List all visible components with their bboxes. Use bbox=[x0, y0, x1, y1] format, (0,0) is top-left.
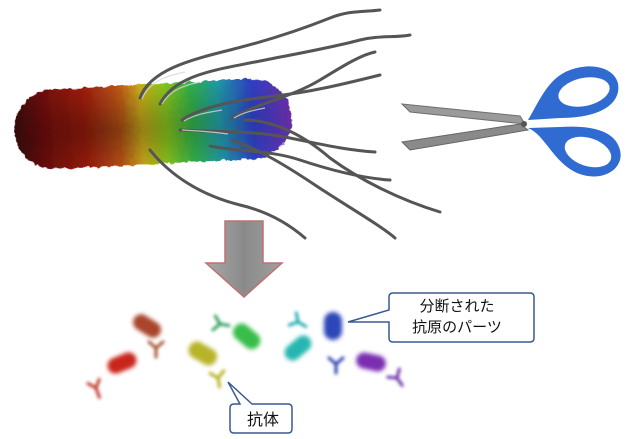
callout-antibody-label: 抗体 bbox=[232, 410, 294, 430]
antibody-y-icon bbox=[213, 316, 230, 332]
down-arrow bbox=[206, 221, 282, 297]
antigen-fragment bbox=[186, 339, 220, 369]
antibody-y-icon bbox=[149, 342, 163, 357]
antigen-fragment bbox=[230, 320, 264, 352]
antigen-fragment bbox=[355, 351, 388, 373]
antigen-fragments bbox=[105, 311, 387, 376]
antibody-y-icon bbox=[329, 358, 343, 373]
bacterium bbox=[12, 77, 294, 171]
antigen-fragment bbox=[281, 332, 314, 364]
antigen-fragment bbox=[130, 311, 164, 340]
antigen-fragment bbox=[105, 350, 139, 376]
antibody-y-icon bbox=[210, 371, 226, 388]
antibody-y-icon bbox=[88, 379, 105, 399]
callout-parts-line-2: 抗原のパーツ bbox=[388, 317, 526, 338]
antigen-fragment bbox=[324, 312, 342, 340]
antibody-y-icon bbox=[289, 313, 309, 333]
callout-parts-line-1: 分断された bbox=[388, 296, 526, 317]
callout-parts-label: 分断された 抗原のパーツ bbox=[388, 296, 526, 338]
antibody-y-icon bbox=[388, 369, 408, 389]
scissors-icon bbox=[402, 66, 621, 176]
